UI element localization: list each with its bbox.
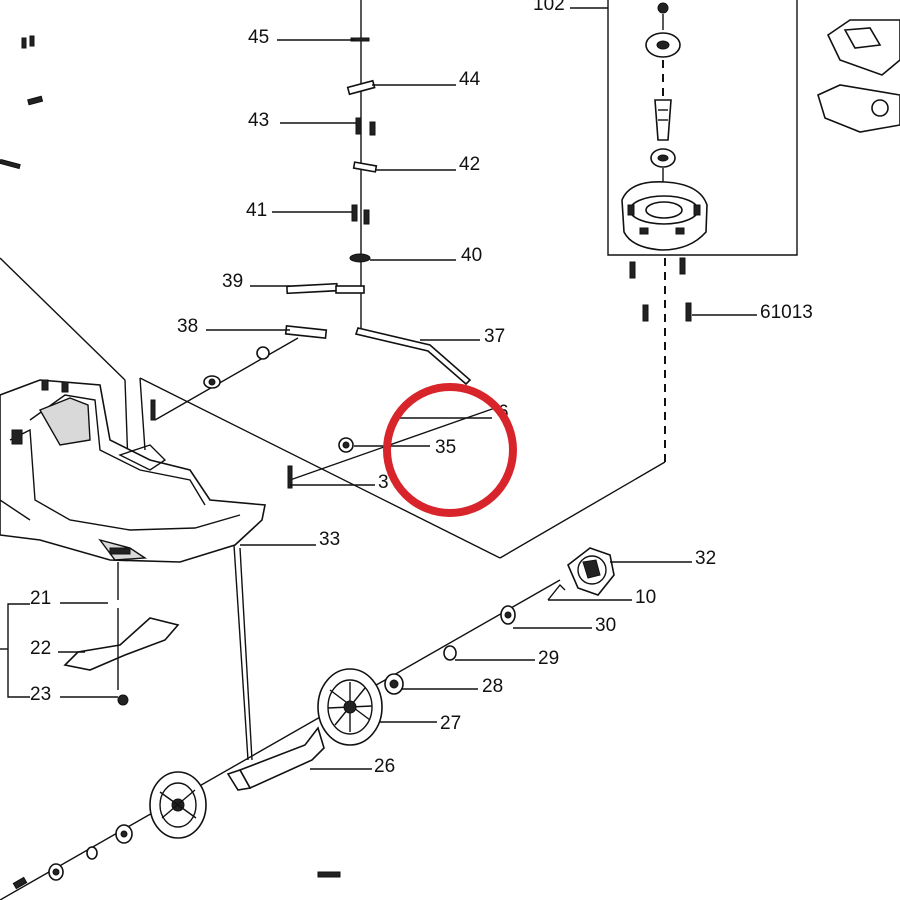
deck-lead-26a xyxy=(233,544,249,761)
label-33: 33 xyxy=(319,529,340,550)
label-45: 45 xyxy=(248,27,269,48)
rear-axle-assembly xyxy=(0,547,692,900)
highlight-circle xyxy=(383,383,517,517)
handle-leader-lines xyxy=(206,39,492,447)
label-22: 22 xyxy=(30,638,51,659)
label-43: 43 xyxy=(248,110,269,131)
label-40: 40 xyxy=(461,245,482,266)
motor-assembly-box xyxy=(570,0,798,322)
label-44: 44 xyxy=(459,69,481,90)
label-39: 39 xyxy=(222,271,243,292)
assembly-frame-lines xyxy=(0,255,666,559)
top-right-brackets xyxy=(817,19,900,133)
label-35: 35 xyxy=(435,437,456,458)
label-10: 10 xyxy=(635,587,656,608)
label-21: 21 xyxy=(30,588,51,609)
label-102: 102 xyxy=(533,0,565,15)
label-34: 3 xyxy=(378,472,389,493)
handle-fasteners xyxy=(284,37,472,386)
deck-lead-26b xyxy=(239,547,253,761)
blade-group xyxy=(0,602,180,706)
label-28: 28 xyxy=(482,676,503,697)
label-29: 29 xyxy=(538,648,559,669)
label-23: 23 xyxy=(30,684,51,705)
label-26: 26 xyxy=(374,756,395,777)
label-38: 38 xyxy=(177,316,198,337)
middle-fastener-chain xyxy=(287,407,496,489)
label-61013: 61013 xyxy=(760,302,813,323)
label-42: 42 xyxy=(459,154,480,175)
left-fastener-chain xyxy=(150,337,299,421)
label-27: 27 xyxy=(440,713,461,734)
mower-deck xyxy=(0,379,266,563)
label-32: 32 xyxy=(695,548,716,569)
label-37: 37 xyxy=(484,326,505,347)
top-left-small-parts xyxy=(0,35,44,170)
label-41: 41 xyxy=(246,200,267,221)
label-30: 30 xyxy=(595,615,616,636)
part-labels: 102 45 44 43 42 41 40 39 38 37 6 35 3 33… xyxy=(30,0,813,777)
